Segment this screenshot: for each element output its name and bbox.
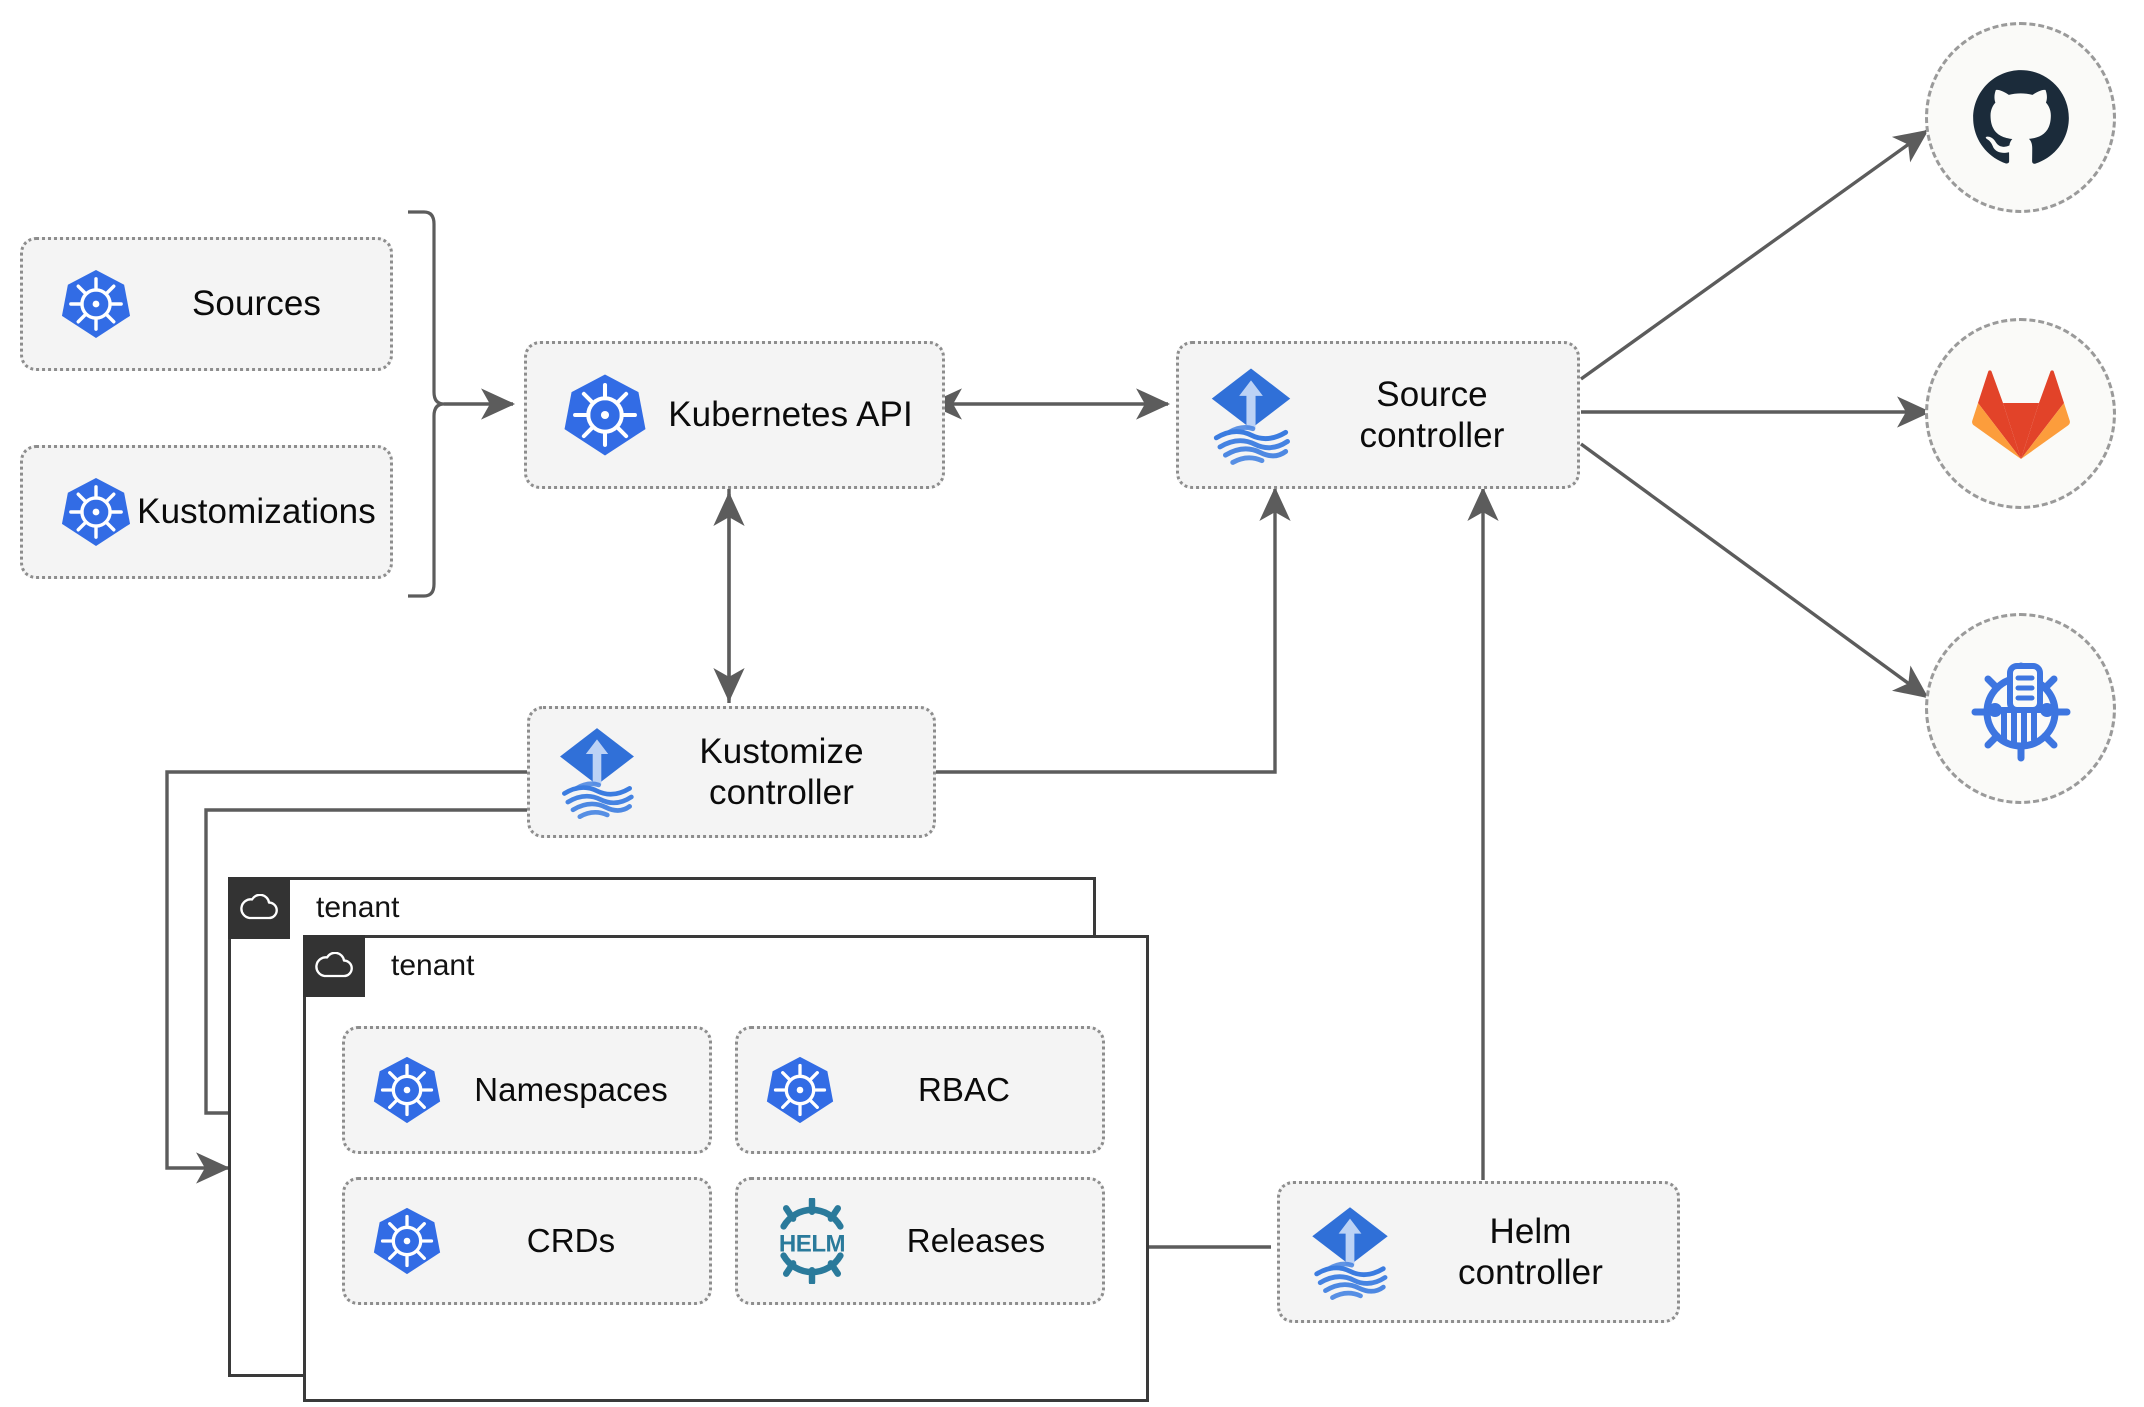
resource-rbac[interactable]: RBAC xyxy=(735,1026,1105,1154)
node-kustomizations[interactable]: Kustomizations xyxy=(20,445,393,579)
kubernetes-icon xyxy=(561,371,649,459)
node-source-controller[interactable]: Source controller xyxy=(1176,341,1580,489)
cloud-icon xyxy=(303,935,365,997)
kubernetes-icon xyxy=(371,1205,443,1277)
node-label: Kustomizations xyxy=(137,492,376,532)
gitlab-icon xyxy=(1969,364,2073,464)
arrow-source-to-github xyxy=(1580,129,1929,381)
resource-crds[interactable]: CRDs xyxy=(342,1177,712,1305)
brace-sources-group xyxy=(408,210,445,598)
repo-gitlab[interactable] xyxy=(1925,318,2116,509)
node-kubernetes-api[interactable]: Kubernetes API xyxy=(524,341,945,489)
node-kustomize-controller[interactable]: Kustomize controller xyxy=(527,706,936,838)
kubernetes-icon xyxy=(371,1054,443,1126)
tenant-header: tenant xyxy=(228,877,399,939)
helm-icon: HELM xyxy=(764,1198,860,1284)
repo-github[interactable] xyxy=(1925,22,2116,213)
node-label: Kubernetes API xyxy=(668,395,913,435)
kubernetes-icon xyxy=(764,1054,836,1126)
arrow-source-to-chartrepo xyxy=(1579,442,1929,699)
node-label: Source controller xyxy=(1359,374,1505,455)
cloud-icon xyxy=(228,877,290,939)
kubernetes-icon xyxy=(59,475,133,549)
node-helm-controller[interactable]: Helm controller xyxy=(1277,1181,1680,1323)
repo-helm-charts[interactable] xyxy=(1925,613,2116,804)
chart-repository-icon xyxy=(1966,654,2076,764)
arrow-kustomize-to-source xyxy=(936,486,1291,774)
resource-label: RBAC xyxy=(917,1070,1011,1108)
resource-label: Namespaces xyxy=(474,1070,668,1108)
resource-label: Releases xyxy=(906,1221,1046,1259)
flux-icon xyxy=(1205,363,1297,467)
resource-namespaces[interactable]: Namespaces xyxy=(342,1026,712,1154)
node-label: Sources xyxy=(191,284,322,324)
node-sources[interactable]: Sources xyxy=(20,237,393,371)
svg-text:HELM: HELM xyxy=(779,1230,845,1257)
tenant-label: tenant xyxy=(316,891,400,924)
flux-icon xyxy=(1306,1202,1394,1302)
node-label: Helm controller xyxy=(1458,1211,1603,1292)
kubernetes-icon xyxy=(59,267,133,341)
resource-releases[interactable]: HELM Releases xyxy=(735,1177,1105,1305)
flux-icon xyxy=(554,723,640,821)
github-icon xyxy=(1969,66,2073,170)
resource-label: CRDs xyxy=(526,1221,616,1259)
tenant-header: tenant xyxy=(303,935,474,997)
tenant-container-2[interactable]: tenant Namespaces xyxy=(303,935,1149,1402)
node-label: Kustomize controller xyxy=(699,731,864,812)
tenant-label: tenant xyxy=(391,949,475,982)
